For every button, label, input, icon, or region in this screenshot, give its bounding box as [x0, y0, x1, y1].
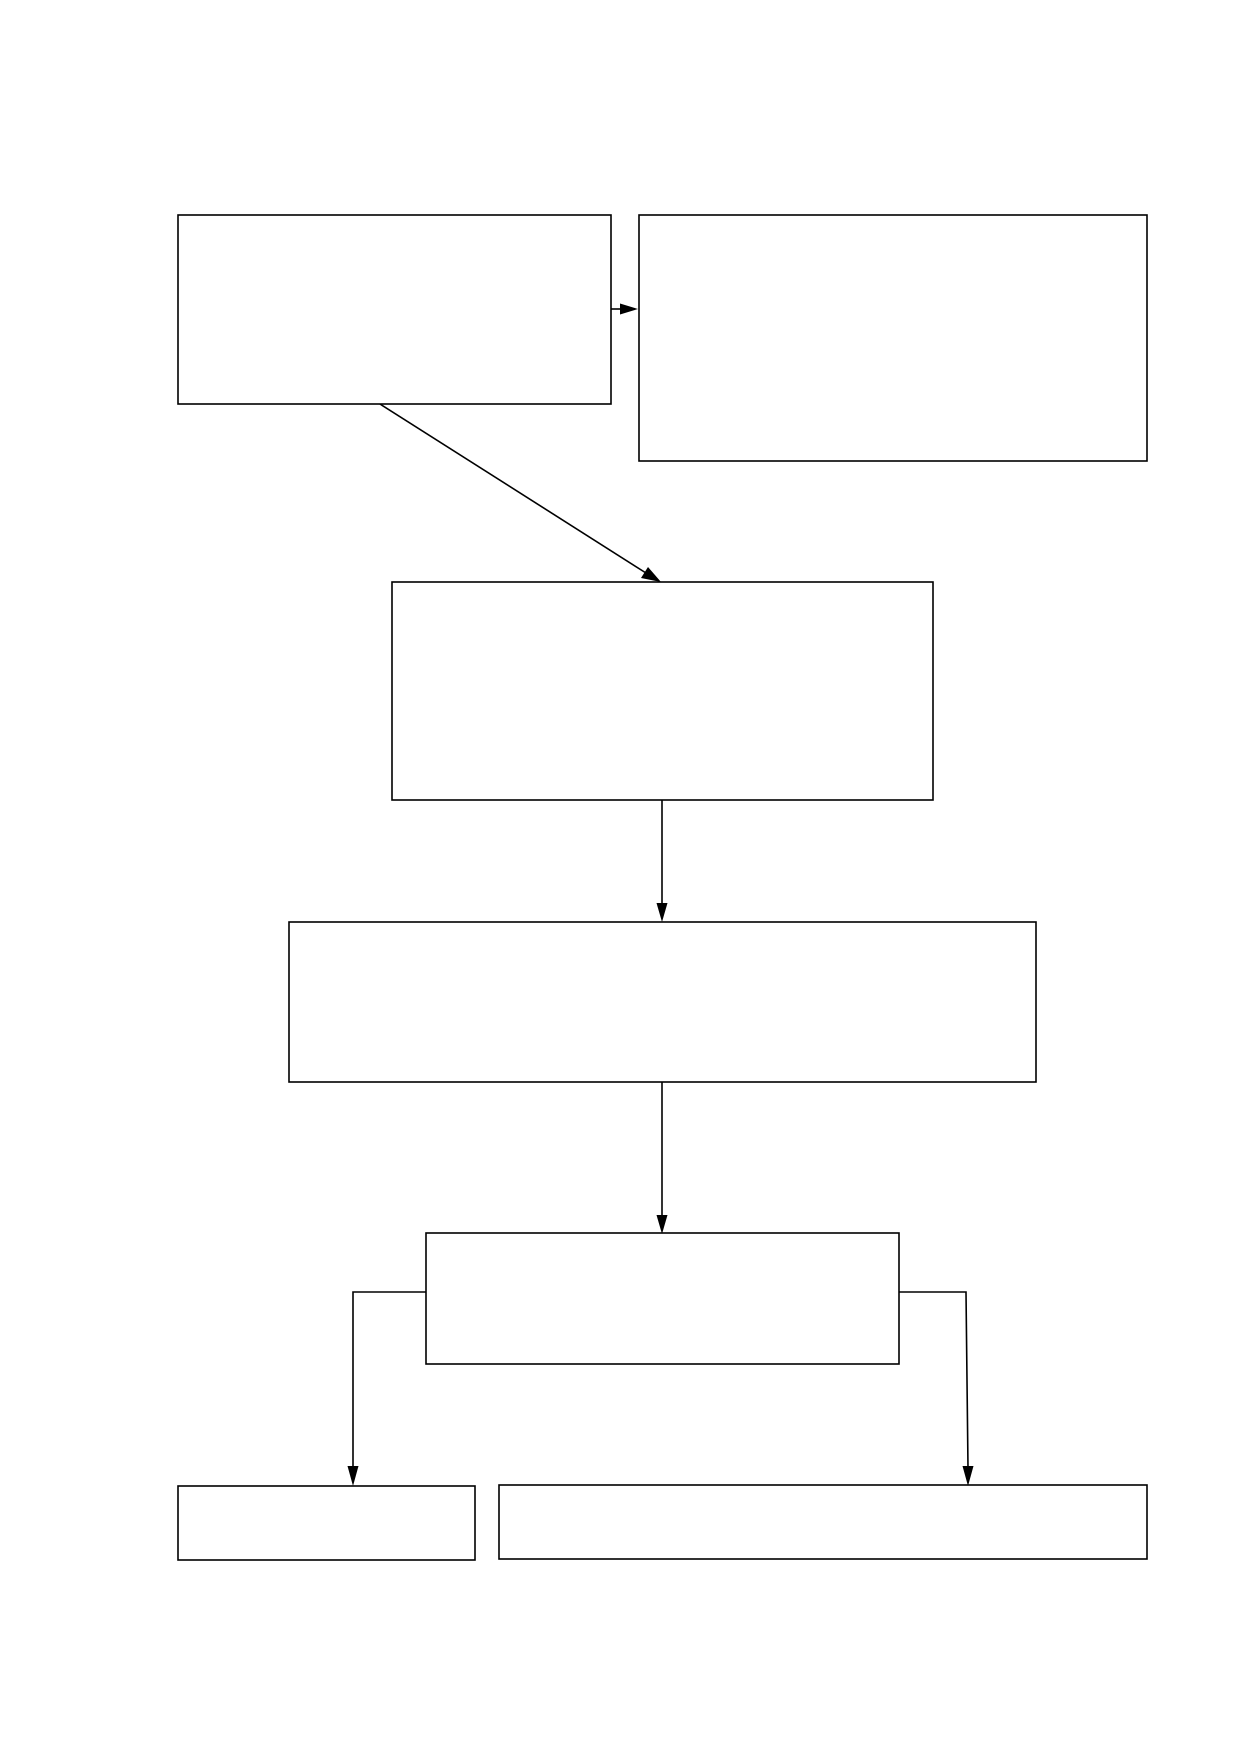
flow-box-5: [425, 1232, 900, 1365]
edge-node-1-to-node-2: [610, 303, 638, 315]
flow-box-6: [177, 1485, 476, 1561]
flow-box-4: [288, 921, 1037, 1083]
flow-box-2: [638, 214, 1148, 462]
edge-node-5-to-node-6: [347, 1291, 426, 1486]
arrowhead: [656, 1215, 668, 1234]
node-group: [177, 214, 1148, 1561]
arrowhead: [656, 903, 668, 922]
edge-node-5-to-node-7: [899, 1291, 974, 1486]
arrowhead: [620, 303, 638, 315]
edge-node-1-to-node-3: [379, 403, 661, 582]
arrowhead: [347, 1466, 359, 1486]
arrowhead: [962, 1466, 974, 1486]
arrowhead: [641, 567, 661, 582]
edge-node-4-to-node-5: [656, 1082, 668, 1234]
edge-node-3-to-node-4: [656, 800, 668, 922]
edge-group: [347, 303, 974, 1486]
flow-box-1: [177, 214, 612, 405]
flow-box-3: [391, 581, 934, 801]
flow-box-7: [498, 1484, 1148, 1560]
